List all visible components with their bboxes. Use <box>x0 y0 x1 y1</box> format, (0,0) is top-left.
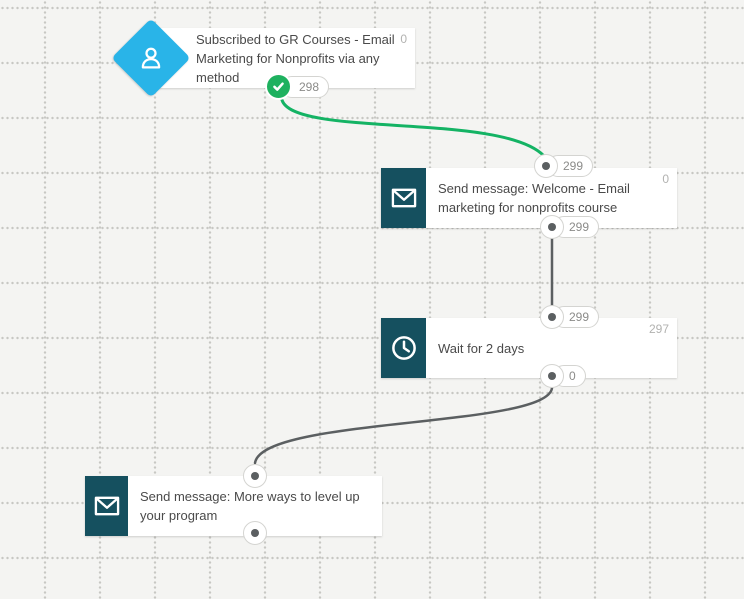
user-icon <box>136 43 166 73</box>
port-dot <box>548 313 556 321</box>
port-count: 298 <box>299 80 320 94</box>
node-title-line: your program <box>140 508 218 523</box>
node-title-line: Subscribed to GR Courses - Email <box>196 31 395 47</box>
envelope-icon <box>381 168 426 228</box>
port-dot <box>251 472 259 480</box>
node-title-line: Marketing for Nonprofits via any <box>196 50 380 66</box>
node-title-line: Wait for 2 days <box>438 340 525 356</box>
connector-wait-to-more-ways <box>253 386 554 465</box>
port-count: 0 <box>569 369 576 383</box>
node-title-line: Send message: More ways to level up <box>140 489 360 504</box>
clock-icon <box>381 318 426 378</box>
node-subscribed-trigger[interactable]: Subscribed to GR Courses - Email Marketi… <box>158 28 415 88</box>
port-count: 299 <box>563 159 584 173</box>
node-send-welcome-message[interactable]: Send message: Welcome - Email marketing … <box>381 168 677 228</box>
node-send-more-ways-message[interactable]: Send message: More ways to level up your… <box>85 476 382 536</box>
node-wait-2-days[interactable]: Wait for 2 days 297 <box>381 318 677 378</box>
envelope-icon <box>85 476 128 536</box>
condition-diamond[interactable] <box>111 18 191 98</box>
node-title-line: Send message: Welcome - Email <box>438 181 630 196</box>
node-title-line: method <box>196 69 240 85</box>
node-counter: 0 <box>400 32 407 46</box>
port-count: 299 <box>569 220 590 234</box>
port-dot <box>548 223 556 231</box>
success-check-icon <box>265 73 292 100</box>
node-counter: 0 <box>662 172 669 186</box>
port-dot <box>542 162 550 170</box>
port-dot <box>548 372 556 380</box>
connector-subscribed-to-welcome <box>280 98 546 158</box>
node-counter: 297 <box>648 322 669 336</box>
port-count: 299 <box>569 310 590 324</box>
node-title-line: marketing for nonprofits course <box>438 200 618 215</box>
port-dot <box>251 529 259 537</box>
